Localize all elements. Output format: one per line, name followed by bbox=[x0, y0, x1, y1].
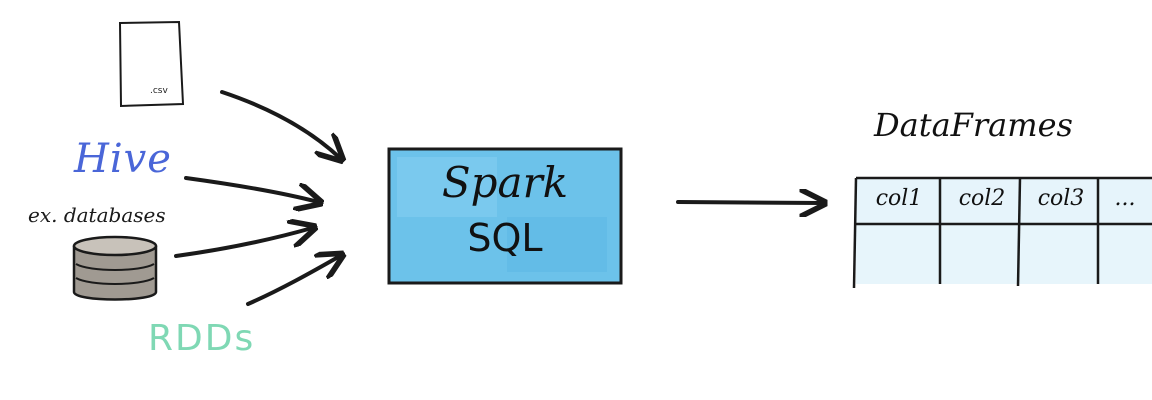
arrow-databases-to-spark bbox=[174, 228, 312, 258]
arrow-rdds-to-spark bbox=[246, 256, 340, 306]
csv-file-label: .csv bbox=[150, 86, 168, 96]
column-header-more: ... bbox=[1114, 186, 1136, 211]
column-header-col1: col1 bbox=[875, 186, 923, 211]
arrow-spark-to-dataframes bbox=[676, 202, 822, 203]
spark-sql-label-line1: Spark bbox=[441, 158, 569, 207]
spark-sql-label-line2: SQL bbox=[467, 216, 543, 260]
column-header-col2: col2 bbox=[958, 186, 1006, 211]
hive-label: Hive bbox=[74, 136, 172, 182]
arrow-hive-to-spark bbox=[184, 176, 318, 202]
dataframes-title: DataFrames bbox=[874, 106, 1073, 144]
dataframes-table bbox=[852, 176, 1152, 289]
databases-label: ex. databases bbox=[28, 203, 166, 227]
column-header-col3: col3 bbox=[1037, 186, 1085, 211]
database-cylinder-icon bbox=[72, 235, 158, 301]
arrow-csv-to-spark bbox=[220, 90, 340, 158]
spark-sql-box bbox=[387, 147, 623, 285]
rdds-label: RDDs bbox=[148, 318, 256, 359]
csv-file-icon bbox=[118, 20, 185, 108]
